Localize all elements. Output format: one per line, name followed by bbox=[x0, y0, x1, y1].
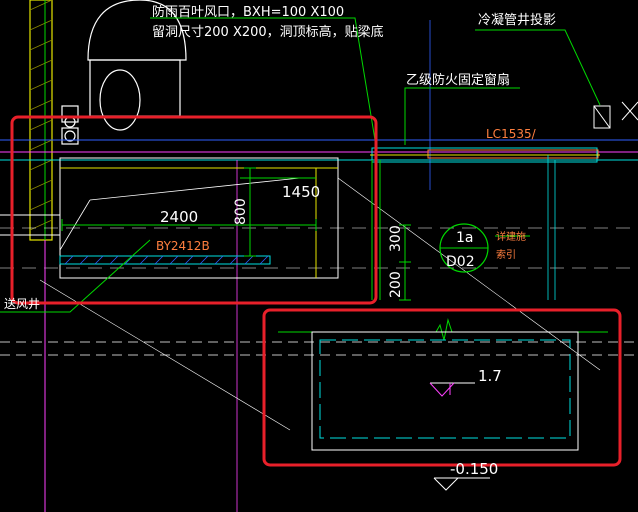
plan-lines bbox=[0, 20, 638, 512]
fixed-window bbox=[370, 147, 600, 300]
fire-window-label: 乙级防火固定窗扇 bbox=[406, 72, 510, 88]
dimension-800: 800 bbox=[233, 198, 249, 225]
detail-callout bbox=[439, 223, 489, 273]
highlight-box-plan bbox=[10, 115, 378, 305]
louver-note-line1: 防雨百叶风口，BXH=100 X100 bbox=[152, 4, 344, 20]
elevation-1-7: 1.7 bbox=[478, 367, 502, 385]
block-code-label: BY2412B bbox=[156, 239, 210, 253]
leader-lines bbox=[0, 17, 601, 313]
detail-note-1: 详建施 bbox=[496, 230, 526, 243]
highlight-box-section bbox=[262, 308, 622, 467]
detail-sheet: D02 bbox=[446, 254, 475, 270]
detail-note-2: 索引 bbox=[496, 248, 516, 261]
dimension-1450: 1450 bbox=[282, 183, 320, 201]
window-code-label: LC1535/ bbox=[486, 127, 537, 141]
dimension-2400: 2400 bbox=[160, 208, 198, 226]
shaft-projection-label: 冷凝管井投影 bbox=[478, 12, 556, 28]
plan-room bbox=[39, 157, 601, 431]
elevation-neg-0-150: -0.150 bbox=[450, 460, 498, 478]
shaft-icon bbox=[593, 101, 638, 129]
dimension-300: 300 bbox=[388, 225, 404, 252]
supply-shaft-label: 送风井 bbox=[4, 296, 40, 311]
detail-number: 1a bbox=[456, 230, 474, 246]
dimension-200: 200 bbox=[388, 271, 404, 298]
section-view bbox=[278, 318, 608, 491]
dimension-lines bbox=[61, 160, 411, 301]
hatched-wall bbox=[0, 0, 60, 241]
louver-note-line2: 留洞尺寸200 X200，洞顶标高，贴梁底 bbox=[152, 24, 384, 40]
